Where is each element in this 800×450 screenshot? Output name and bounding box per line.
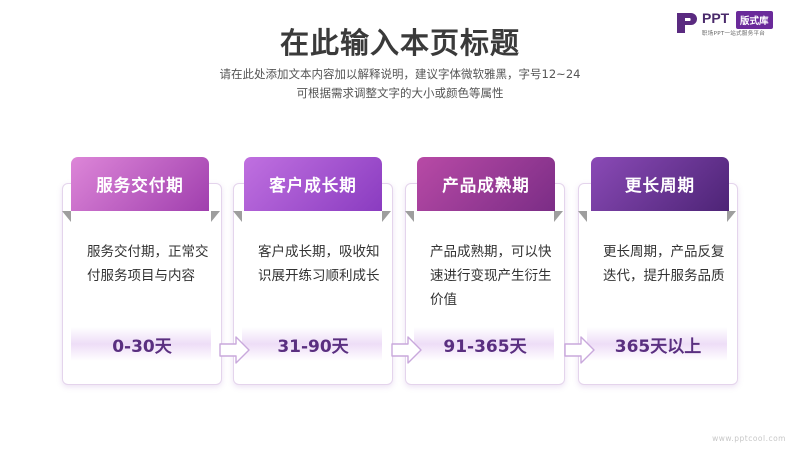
stage-duration: 365天以上 (614, 337, 702, 357)
stage-duration: 91-365天 (443, 337, 527, 357)
stage-card-3: 产品成熟期，可以快速进行变现产生衍生价值 91-365天 (405, 183, 565, 385)
ribbon-fold-right (382, 211, 391, 222)
value-band (242, 327, 382, 361)
ribbon-fold-right (554, 211, 563, 222)
ribbon-fold-left (62, 211, 71, 222)
watermark: www.pptcool.com (712, 434, 786, 443)
stage-header-3: 产品成熟期 (417, 157, 555, 211)
brand-logo: PPT 版式库 职场PPT一站式服务平台 (674, 8, 792, 42)
stage-header-4: 更长周期 (591, 157, 729, 211)
stage-duration: 31-90天 (277, 337, 349, 357)
stage-header-1: 服务交付期 (71, 157, 209, 211)
stage-header-2: 客户成长期 (244, 157, 382, 211)
subtitle-line-2: 可根据需求调整文字的大小或颜色等属性 (296, 86, 504, 100)
logo-tagline: 职场PPT一站式服务平台 (702, 31, 766, 37)
ribbon-fold-left (405, 211, 414, 222)
arrow-right-icon (219, 336, 250, 364)
logo-badge: 版式库 (736, 11, 773, 29)
stage-card-2: 客户成长期，吸收知识展开练习顺利成长 31-90天 (233, 183, 393, 385)
logo-p-icon (677, 13, 697, 33)
subtitle-line-1: 请在此处添加文本内容加以解释说明，建议字体微软雅黑，字号12~24 (219, 67, 581, 81)
arrow-right-icon (391, 336, 422, 364)
ribbon-fold-right (727, 211, 736, 222)
value-band (587, 327, 727, 361)
stage-duration: 0-30天 (112, 337, 172, 357)
value-band (414, 327, 554, 361)
page-title: 在此输入本页标题 (279, 26, 520, 60)
value-band (71, 327, 211, 361)
stage-description: 客户成长期，吸收知识展开练习顺利成长 (258, 244, 380, 284)
stage-description: 更长周期，产品反复迭代，提升服务品质 (603, 244, 725, 284)
stage-description: 产品成熟期，可以快速进行变现产生衍生价值 (430, 244, 552, 308)
stage-card-1: 服务交付期，正常交付服务项目与内容 0-30天 (62, 183, 222, 385)
ribbon-fold-right (211, 211, 220, 222)
ribbon-fold-left (233, 211, 242, 222)
stage-card-4: 更长周期，产品反复迭代，提升服务品质 365天以上 (578, 183, 738, 385)
arrow-right-icon (564, 336, 595, 364)
logo-text: PPT (702, 10, 730, 26)
ribbon-fold-left (578, 211, 587, 222)
stage-description: 服务交付期，正常交付服务项目与内容 (87, 244, 209, 284)
page-subtitle: 请在此处添加文本内容加以解释说明，建议字体微软雅黑，字号12~24 可根据需求调… (0, 65, 800, 103)
